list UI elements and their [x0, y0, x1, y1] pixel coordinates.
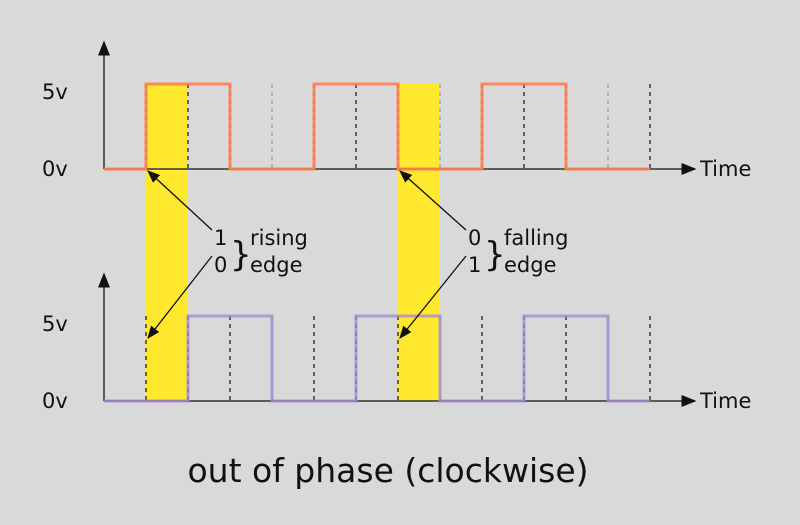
top-time-label: Time	[699, 157, 751, 181]
caption: out of phase (clockwise)	[187, 451, 588, 490]
bottom-high-label: 5v	[42, 312, 68, 336]
top-high-label: 5v	[42, 80, 68, 104]
arrows	[147, 170, 467, 340]
falling-top-bit: 0	[468, 226, 481, 250]
highlight-rising	[146, 84, 188, 401]
bottom-time-label: Time	[699, 389, 751, 413]
falling-bottom-bit: 1	[468, 253, 481, 277]
top-low-label: 0v	[42, 157, 68, 181]
falling-word2: edge	[504, 253, 557, 277]
signal-a-waveform	[104, 82, 650, 171]
bottom-low-label: 0v	[42, 389, 68, 413]
falling-word1: falling	[504, 226, 568, 250]
rising-bottom-bit: 0	[214, 253, 227, 277]
brace-icon: }	[484, 235, 506, 275]
rising-word2: edge	[250, 253, 303, 277]
highlight-falling	[398, 84, 440, 401]
signal-b-waveform	[104, 314, 650, 403]
rising-top-bit: 1	[214, 226, 227, 250]
brace-icon: }	[230, 235, 252, 275]
rising-word1: rising	[250, 226, 308, 250]
